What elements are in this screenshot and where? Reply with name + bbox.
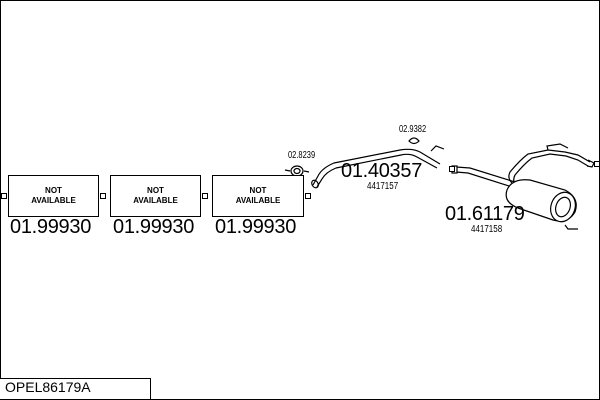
rear-silencer-part-number: 01.61179 <box>445 203 525 225</box>
rubber-mount-drawing <box>408 137 420 145</box>
code-box <box>0 378 151 399</box>
box-3-line2: AVAILABLE <box>235 196 281 205</box>
not-available-box-2: NOT AVAILABLE <box>110 175 201 217</box>
connector-box3-right <box>305 193 311 199</box>
box-1-part-number: 01.99930 <box>10 216 92 238</box>
connector-box2-right <box>202 193 208 199</box>
rubber-mount-label: 02.9382 <box>399 124 427 135</box>
middle-pipe-oem-number: 4417157 <box>367 181 399 192</box>
box-3-line1: NOT <box>249 186 267 195</box>
middle-pipe-part-number: 01.40357 <box>341 160 423 182</box>
box-2-line2: AVAILABLE <box>133 196 178 205</box>
clamp-label: 02.8239 <box>288 150 316 161</box>
box-2-part-number: 01.99930 <box>113 216 195 238</box>
box-2-line1: NOT <box>147 186 164 195</box>
box-3-part-number: 01.99930 <box>215 216 297 238</box>
not-available-box-1: NOT AVAILABLE <box>8 175 99 217</box>
connector-right-edge <box>594 161 600 167</box>
box-1-line2: AVAILABLE <box>31 196 76 205</box>
box-1-line1: NOT <box>45 186 62 195</box>
middle-pipe-drawing <box>311 145 445 189</box>
diagram-code: OPEL86179A <box>5 379 91 395</box>
connector-box1-right <box>100 193 106 199</box>
not-available-box-3: NOT AVAILABLE <box>212 175 304 217</box>
connector-left <box>1 193 7 199</box>
rear-silencer-oem-number: 4417158 <box>471 224 503 235</box>
connector-pipe-end <box>449 166 455 172</box>
